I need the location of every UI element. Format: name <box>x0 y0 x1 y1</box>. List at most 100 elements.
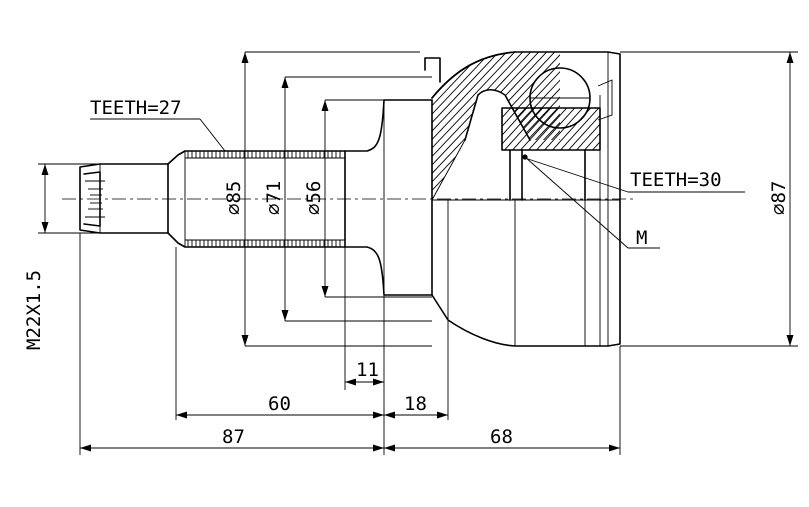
hatch-line <box>432 52 535 200</box>
arrowhead <box>281 77 289 88</box>
teeth-ring-label: TEETH=30 <box>630 169 722 191</box>
hatch-line <box>547 52 560 200</box>
hatch-line <box>432 52 551 200</box>
hatch-line <box>644 100 694 155</box>
hatch-line <box>507 108 559 150</box>
arrowhead <box>437 411 448 419</box>
hatch-line <box>804 40 809 220</box>
hatch-line <box>432 52 511 200</box>
hatch-line <box>432 52 495 200</box>
hatch-line <box>432 52 527 200</box>
hatch-line <box>432 52 503 200</box>
hatch-line <box>515 108 567 150</box>
hatch-line <box>432 52 479 200</box>
hatch-line <box>796 40 809 220</box>
arrowhead <box>321 100 329 111</box>
hatch-line <box>580 40 750 220</box>
dia-87-label: ⌀87 <box>768 181 790 215</box>
hatch-line <box>555 108 600 150</box>
marker-label: M <box>636 227 647 249</box>
arrowhead <box>384 444 395 452</box>
hatch-line <box>708 40 809 220</box>
hatch-line <box>620 40 790 220</box>
hatch-line <box>432 52 447 200</box>
hatch-line <box>692 40 809 220</box>
hatch-line <box>547 108 599 150</box>
teeth-spline-label: TEETH=27 <box>90 97 182 119</box>
hatch-line <box>531 52 560 200</box>
hatch-line <box>612 40 782 220</box>
hatch-line <box>724 40 809 220</box>
arrowhead <box>345 378 356 386</box>
len-11-label: 11 <box>356 359 379 381</box>
hatch-line <box>564 40 734 220</box>
diameter-dimensions <box>38 51 798 347</box>
arrowhead <box>609 444 620 452</box>
hatch-line <box>620 100 670 155</box>
hatch-line <box>604 40 774 220</box>
arrowhead <box>80 444 91 452</box>
hatch-line <box>555 52 560 200</box>
splined-shaft <box>167 150 346 248</box>
hatch-line <box>507 52 560 200</box>
arrowhead <box>41 222 49 233</box>
hatch-line <box>467 52 560 200</box>
hatch-line <box>595 108 600 150</box>
leaders <box>90 118 745 249</box>
arrowhead <box>384 411 395 419</box>
hatch-line <box>502 108 543 150</box>
hatch-line <box>451 52 560 200</box>
hatch-line <box>459 52 560 200</box>
arrowhead <box>373 444 384 452</box>
hatch-line <box>432 52 543 200</box>
hatch-line <box>596 40 766 220</box>
dia-56-label: ⌀56 <box>303 181 325 215</box>
arrowhead <box>241 335 249 346</box>
len-60-label: 60 <box>268 393 291 415</box>
hatch-line <box>652 100 702 155</box>
hatch-line <box>502 108 527 150</box>
hatch-line <box>432 52 559 200</box>
hatch-line <box>491 52 560 200</box>
arrowhead <box>41 164 49 175</box>
threaded-end <box>79 163 169 234</box>
hatch-line <box>539 108 591 150</box>
arrowhead <box>786 52 794 63</box>
hatch-line <box>443 52 560 200</box>
arrowhead <box>786 335 794 346</box>
hatch-line <box>432 52 560 200</box>
hatch-line <box>579 108 600 150</box>
hatch-line <box>572 40 742 220</box>
hatch-line <box>628 100 678 155</box>
hatch-line <box>502 108 535 150</box>
hatch-line <box>788 40 809 220</box>
arrowhead <box>176 411 187 419</box>
hatch-line <box>432 52 471 200</box>
hatch-line <box>716 40 809 220</box>
arrowhead <box>373 411 384 419</box>
hatch-line <box>432 52 519 200</box>
hatch-line <box>432 52 560 200</box>
inner-race <box>501 67 702 201</box>
thread-label: M22X1.5 <box>23 270 45 350</box>
hatch-line <box>502 108 551 150</box>
hatch-line <box>563 108 600 150</box>
arrowhead <box>241 52 249 63</box>
arrowhead <box>373 378 384 386</box>
len-18-label: 18 <box>404 393 427 415</box>
hatch-line <box>432 52 439 200</box>
hatch-line <box>432 52 560 200</box>
hatch-line <box>604 100 654 155</box>
len-87-label: 87 <box>222 426 245 448</box>
hatch-line <box>432 52 560 200</box>
hatch-line <box>502 108 519 150</box>
hatch-line <box>432 52 487 200</box>
length-dimensions <box>79 233 621 455</box>
arrowhead <box>281 310 289 321</box>
hatch-line <box>515 52 560 200</box>
hatch-line <box>700 40 809 220</box>
hatch-line <box>435 52 560 200</box>
hatch-line <box>523 52 560 200</box>
hatch-line <box>588 40 758 220</box>
